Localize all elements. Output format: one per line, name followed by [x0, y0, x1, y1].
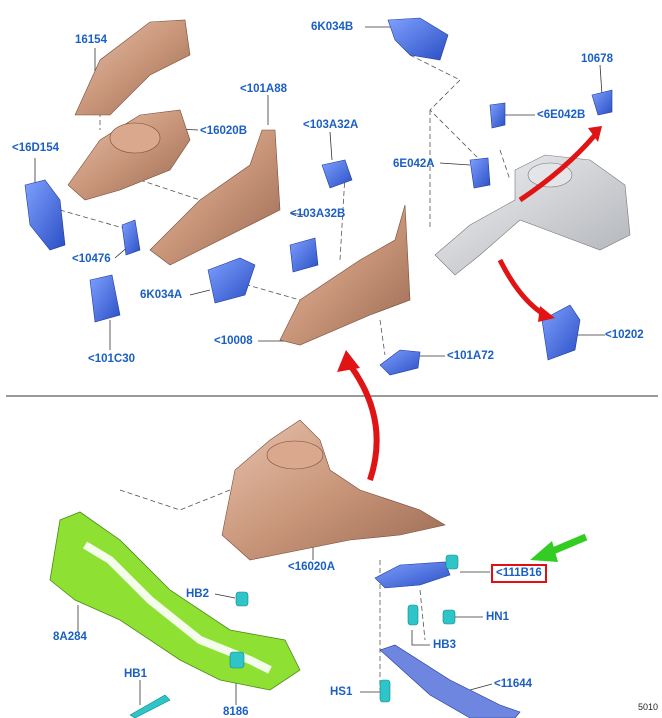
label-16154: 16154	[75, 34, 107, 46]
label-16D154: <16D154	[12, 142, 59, 154]
label-6E042A: 6E042A	[393, 158, 435, 170]
diagram-code: 5010	[638, 702, 659, 712]
fastener-HN1	[442, 609, 456, 625]
part-11644-brace	[379, 644, 521, 718]
part-6K034A-bracket	[207, 257, 256, 304]
label-HS1: HS1	[330, 686, 353, 698]
part-16020B-tower	[109, 122, 161, 154]
part-10008-rail	[279, 204, 411, 346]
fastener-HB3	[407, 604, 419, 626]
part-16020A-tower	[266, 440, 324, 470]
label-6K034A: 6K034A	[140, 289, 183, 301]
part-16154-panel	[74, 19, 191, 116]
assembled-gray-substructure	[434, 154, 631, 276]
label-16020B: <16020B	[200, 125, 247, 137]
label-111B16-highlighted: <111B16	[491, 564, 547, 583]
part-111B16-bracket	[374, 561, 451, 589]
label-6K034B: 6K034B	[311, 21, 354, 33]
label-103A32A: <103A32A	[303, 119, 359, 131]
part-8A284-radiator-support	[49, 511, 301, 691]
part-6E042A-bracket	[469, 157, 491, 189]
green-arrowhead	[530, 541, 558, 562]
part-101A88-rail	[149, 129, 281, 266]
label-101A72: <101A72	[447, 350, 494, 362]
label-10678: 10678	[581, 53, 613, 65]
fastener-111B16	[445, 554, 459, 570]
part-10678-bracket	[591, 89, 613, 116]
red-arrowhead-up	[337, 350, 360, 372]
red-arrow-up	[347, 363, 380, 481]
part-103A32B-bracket	[289, 237, 319, 273]
label-10202: <10202	[605, 329, 644, 341]
fastener-HS1	[379, 679, 391, 703]
part-6E042B-bracket	[489, 102, 506, 129]
label-16020A: <16020A	[288, 561, 335, 573]
label-HB2: HB2	[186, 588, 210, 600]
radiator-support-opening	[82, 541, 272, 674]
part-10476-bracket	[121, 219, 141, 256]
label-10008: <10008	[214, 335, 253, 347]
label-HN1: HN1	[486, 611, 510, 623]
label-HB3: HB3	[433, 639, 457, 651]
label-101A88: <101A88	[240, 83, 287, 95]
red-arrowhead-10202	[538, 306, 555, 322]
part-103A32A-bracket	[321, 159, 353, 189]
part-101A72-bracket	[379, 349, 421, 376]
label-8A284: 8A284	[53, 631, 87, 643]
label-HB1: HB1	[124, 668, 148, 680]
part-16020A-apron	[221, 419, 446, 561]
fastener-HB1	[129, 694, 171, 718]
red-arrowhead-10678	[588, 126, 602, 142]
assembly-leader-lines	[59, 54, 511, 690]
label-6E042B: <6E042B	[537, 109, 586, 121]
part-16D154-bracket	[24, 179, 66, 251]
part-6K034B-bracket	[387, 17, 449, 61]
label-103A32B: <103A32B	[290, 208, 346, 220]
label-101C30: <101C30	[88, 353, 135, 365]
red-arrow-to-10678	[518, 133, 597, 203]
label-10476: <10476	[72, 253, 111, 265]
label-8186: 8186	[223, 706, 249, 718]
label-11644: <11644	[494, 678, 533, 690]
red-arrow-to-10202	[497, 258, 547, 318]
fastener-8186	[229, 651, 245, 669]
part-101C30-bracket	[89, 274, 121, 323]
fastener-HB2	[235, 591, 249, 607]
